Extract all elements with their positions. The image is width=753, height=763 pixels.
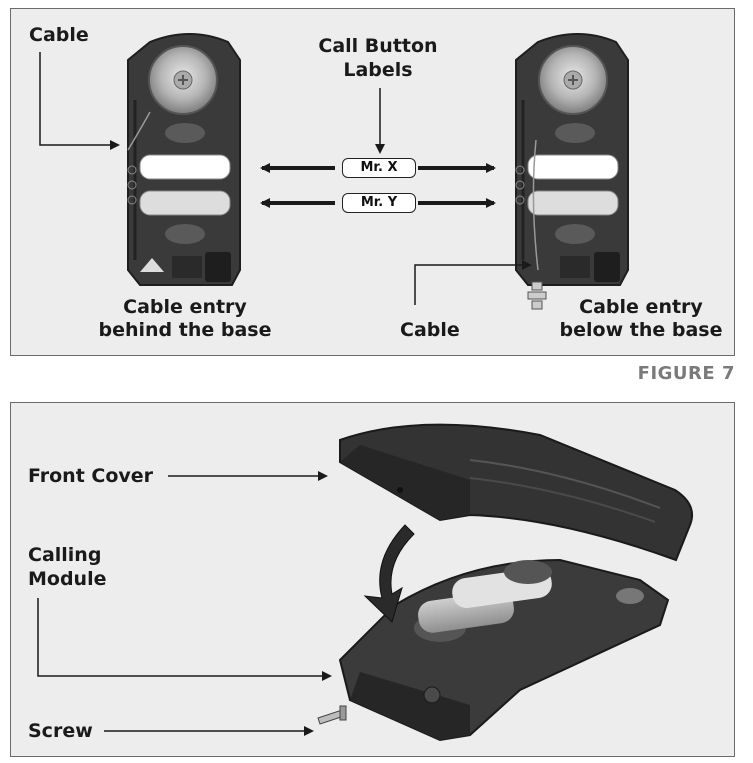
label-calling-line2: Module	[28, 568, 107, 590]
leader-lines-bottom	[37, 471, 332, 736]
call-label-tag-y-text: Mr. Y	[360, 195, 398, 210]
label-arrows	[260, 163, 496, 208]
label-calling-line1: Calling	[28, 544, 102, 566]
calling-module-shape	[338, 558, 670, 742]
screw-shape	[317, 705, 347, 725]
rotate-arrow	[363, 524, 415, 623]
call-label-tag-x: Mr. X	[342, 158, 416, 178]
label-call-button-line2: Labels	[343, 59, 413, 81]
front-cover-shape	[339, 423, 694, 562]
label-entry-behind-line2: behind the base	[98, 319, 272, 341]
label-front-cover: Front Cover	[28, 465, 154, 487]
call-label-tag-x-text: Mr. X	[360, 160, 398, 175]
device-right	[515, 33, 629, 310]
label-cable-left: Cable	[29, 24, 89, 46]
label-entry-below-line1: Cable entry	[579, 296, 703, 318]
label-entry-behind-line1: Cable entry	[123, 296, 247, 318]
figure-caption: FIGURE 7	[637, 363, 735, 384]
label-call-button-line1: Call Button	[318, 35, 438, 57]
device-left	[127, 33, 241, 286]
call-label-tag-y: Mr. Y	[342, 193, 416, 213]
label-entry-below-line2: below the base	[559, 319, 723, 341]
label-cable-right: Cable	[400, 319, 460, 341]
leader-lines-top	[39, 52, 532, 305]
label-screw: Screw	[28, 720, 93, 742]
